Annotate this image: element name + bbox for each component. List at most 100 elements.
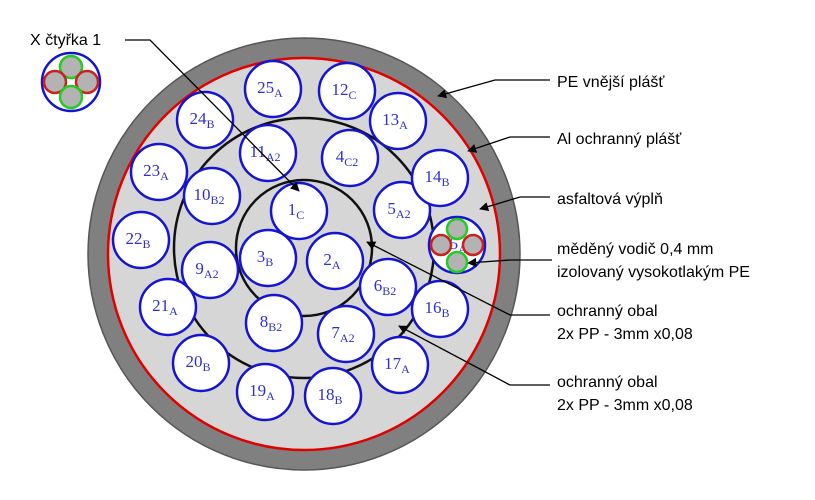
conductor-red-right: [461, 233, 485, 257]
label-quad: X čtyřka 1: [30, 32, 101, 49]
quad-21: 21A: [138, 277, 198, 337]
quad-5-circle: [372, 180, 432, 240]
quad-6-circle: [358, 257, 418, 317]
label-pe-outer-sheath: PE vnější plášť: [557, 74, 665, 91]
legend-conductor-green-bottom: [58, 84, 84, 110]
leader-al-shield: [467, 136, 550, 153]
leader-conductor: [467, 257, 552, 267]
quad-18: 18B: [303, 366, 363, 426]
quad-2: 2A: [305, 231, 365, 291]
quad-20-label: 20B: [185, 352, 210, 374]
quad-9-label: 9A2: [195, 259, 218, 281]
quad-20: 20B: [171, 333, 231, 393]
leader-inner-wrap: [366, 241, 550, 316]
quad-1: 1C: [269, 181, 329, 241]
quad-12: 12C: [317, 61, 377, 121]
quad-24-circle: [175, 90, 235, 150]
quad-13-label: 13A: [382, 110, 408, 132]
quad-14: 14B: [410, 148, 470, 208]
leader-outer-wrap: [398, 325, 550, 386]
quad-10: 10B2: [182, 166, 242, 226]
quad-23: 23A: [129, 142, 189, 202]
quad-22-circle: [111, 210, 171, 270]
quad-18-circle: [303, 366, 363, 426]
leader-pe-outer: [437, 79, 550, 99]
quad-22: 22B: [111, 210, 171, 270]
quad-5-label: 5A2: [387, 199, 410, 221]
quad-25-label: 25A: [257, 78, 283, 100]
quad-11: 11A2: [238, 123, 298, 183]
quad-legend-outline: [40, 51, 102, 113]
conductor-red-left: [429, 233, 453, 257]
quad-10-circle: [182, 166, 242, 226]
quad-3: 3B: [238, 228, 298, 288]
quad-13: 13A: [368, 91, 428, 151]
quad-20-circle: [171, 333, 231, 393]
quad-10-label: 10B2: [193, 185, 224, 207]
label-inner-wrap-line1: ochranný obal: [557, 303, 658, 320]
quad-3-label: 3B: [257, 247, 274, 269]
quad-1-label: 1C: [288, 200, 305, 222]
quad-14-label: 14B: [424, 167, 449, 189]
quad-23-circle: [129, 142, 189, 202]
quad-19-circle: [235, 362, 295, 422]
quad-22-label: 22B: [125, 229, 150, 251]
quad-14-circle: [410, 148, 470, 208]
quad-2-circle: [305, 231, 365, 291]
quad-3-circle: [238, 228, 298, 288]
quad-9: 9A2: [180, 240, 240, 300]
conductor-green-top: [445, 217, 469, 241]
quad-5: 5A2: [372, 180, 432, 240]
quad-25: 25A: [243, 59, 303, 119]
callout-labels: X čtyřka 1 PE vnější plášť Al ochranný p…: [30, 32, 750, 414]
legend-conductor-green-top: [58, 54, 84, 80]
quad-17: 17A: [370, 335, 430, 395]
quad-16: 16B: [410, 279, 470, 339]
label-outer-wrap-line2: 2x PP - 3mm x0,08: [557, 397, 693, 414]
conductor-green-bottom: [445, 250, 469, 274]
quad-19: 19A: [235, 362, 295, 422]
quad-8: 8B2: [244, 293, 304, 353]
quad-8-label: 8B2: [260, 312, 283, 334]
quad-17-circle: [370, 335, 430, 395]
quad-16-circle: [410, 279, 470, 339]
label-outer-wrap-line1: ochranný obal: [557, 374, 658, 391]
label-al-shield: Al ochranný plášť: [557, 131, 682, 148]
quad-15-detail: [429, 217, 485, 274]
leader-lines: [125, 39, 552, 386]
label-filler: asfaltová výplň: [557, 191, 663, 208]
quad-25-circle: [243, 59, 303, 119]
quad-7-label: 7A2: [331, 323, 354, 345]
quad-9-circle: [180, 240, 240, 300]
quad-19-label: 19A: [249, 381, 275, 403]
label-conductor-line2: izolovaný vysokotlakým PE: [557, 264, 750, 281]
quad-group: 1C 2A 3B 4C2 5A2 6B2 7A2 8B2 9A2 10B2 11A2 12C 13A 14…: [111, 59, 487, 426]
quad-6: 6B2: [358, 257, 418, 317]
quad-7: 7A2: [316, 304, 376, 364]
quad-12-label: 12C: [331, 80, 356, 102]
quad-legend-icon: [40, 51, 102, 113]
quad-4: 4C2: [320, 128, 380, 188]
quad-16-label: 16B: [424, 298, 449, 320]
quad-23-label: 23A: [143, 161, 169, 183]
legend-conductor-red-left: [42, 69, 68, 95]
quad-6-label: 6B2: [374, 276, 397, 298]
quad-21-label: 21A: [152, 296, 178, 318]
quad-12-circle: [317, 61, 377, 121]
label-conductor-line1: měděný vodič 0,4 mm: [557, 241, 714, 258]
quad-4-label: 4C2: [336, 147, 359, 169]
leader-quad: [125, 39, 300, 192]
quad-13-circle: [368, 91, 428, 151]
quad-18-label: 18B: [317, 385, 342, 407]
quad-24-label: 24B: [189, 109, 214, 131]
quad-4-circle: [320, 128, 380, 188]
quad-8-circle: [244, 293, 304, 353]
quad-24: 24B: [175, 90, 235, 150]
quad-2-label: 2A: [323, 250, 341, 272]
quad-11-circle: [238, 123, 298, 183]
quad-17-label: 17A: [384, 354, 410, 376]
quad-21-circle: [138, 277, 198, 337]
legend-conductor-red-right: [74, 69, 100, 95]
leader-filler: [479, 196, 550, 212]
